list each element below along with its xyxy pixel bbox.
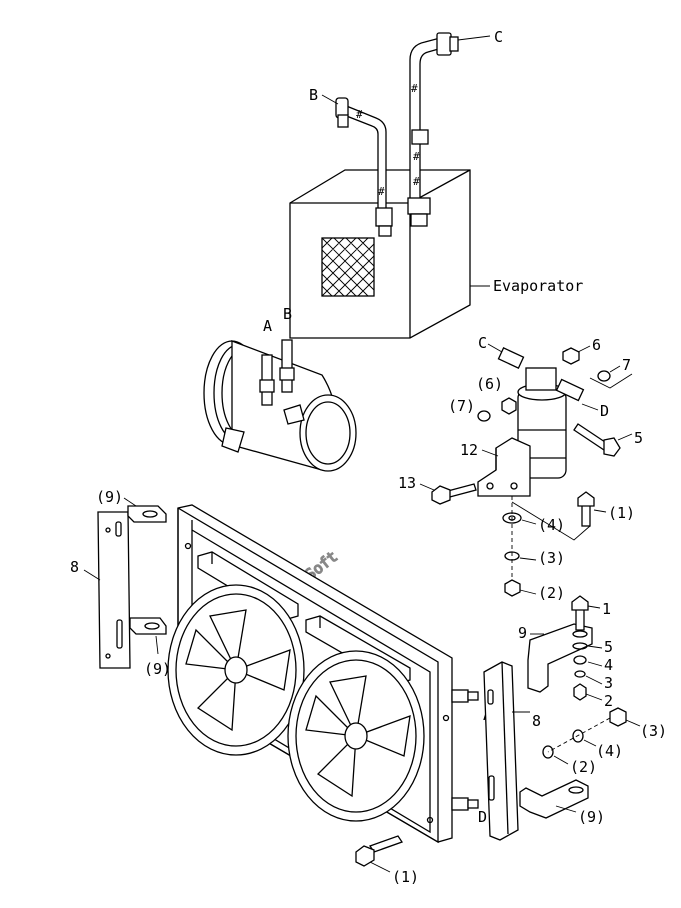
label-8-left: 8 <box>70 558 79 576</box>
washer-5-right <box>572 642 588 650</box>
bolt-1-upper <box>577 491 595 527</box>
label-12: 12 <box>460 441 478 459</box>
side-bracket-8-left <box>97 511 131 669</box>
label-8-right: 8 <box>532 712 541 730</box>
label-b-pipe: B <box>309 86 318 104</box>
label-p4-upper: (4) <box>538 516 565 534</box>
label-p1-bottom: (1) <box>392 868 419 886</box>
mount-bracket-9-right-upper <box>527 623 593 693</box>
label-c-pipe: C <box>494 28 503 46</box>
label-c-drier: C <box>478 334 487 352</box>
svg-text:#: # <box>378 185 385 198</box>
label-p4-right: (4) <box>596 742 623 760</box>
label-5-right: 5 <box>604 638 613 656</box>
label-3-right: 3 <box>604 674 613 692</box>
label-2-right: 2 <box>604 692 613 710</box>
pipe-c-hose: # # # <box>407 32 459 227</box>
nut-2-right <box>573 683 587 701</box>
label-evaporator: Evaporator <box>493 277 583 295</box>
lock-washer-3-right <box>574 670 586 678</box>
svg-text:#: # <box>356 108 363 121</box>
clip-7 <box>597 370 611 382</box>
label-d-drier: D <box>600 402 609 420</box>
mount-bracket-9-right-lower <box>519 779 589 819</box>
label-b-compressor: B <box>283 305 292 323</box>
label-13: 13 <box>398 474 416 492</box>
evaporator-grille <box>321 237 375 297</box>
label-p3-right: (3) <box>640 722 667 740</box>
label-p6: (6) <box>476 375 503 393</box>
nut-2-upper <box>504 579 521 597</box>
compressor <box>203 339 357 472</box>
svg-text:#: # <box>411 82 418 95</box>
pipe-b-hose: # # <box>335 97 393 237</box>
label-p2-upper: (2) <box>538 584 565 602</box>
mount-bracket-9-left-upper <box>127 505 167 523</box>
label-9-right-upper: 9 <box>518 624 527 642</box>
label-6: 6 <box>592 336 601 354</box>
bolt-5 <box>573 423 621 457</box>
label-p9-left-lower: (9) <box>144 660 171 678</box>
label-4-right: 4 <box>604 656 613 674</box>
bolt-1-bottom <box>355 835 404 867</box>
mount-bracket-9-left-lower <box>129 617 167 635</box>
label-p9-left-upper: (9) <box>96 488 123 506</box>
label-p7: (7) <box>448 397 475 415</box>
label-1-right: 1 <box>602 600 611 618</box>
label-p1-upper: (1) <box>608 504 635 522</box>
bracket-12 <box>477 437 531 497</box>
clip-7-paren <box>477 410 491 422</box>
label-p3-upper: (3) <box>538 549 565 567</box>
washer-4-right <box>573 655 587 665</box>
label-p9-right-lower: (9) <box>578 808 605 826</box>
nut-6 <box>562 347 580 365</box>
svg-text:#: # <box>413 175 420 188</box>
label-p2-right: (2) <box>570 758 597 776</box>
label-7: 7 <box>622 356 631 374</box>
condenser-assembly <box>167 504 479 844</box>
nut-3-paren-right <box>609 707 627 727</box>
nut-6-paren <box>501 397 517 415</box>
evaporator-unit <box>289 169 490 339</box>
label-d-condenser: D <box>478 808 487 826</box>
side-bracket-8-right <box>483 661 519 841</box>
bolt-13 <box>431 483 477 505</box>
svg-text:#: # <box>413 150 420 163</box>
label-a-compressor: A <box>263 317 272 335</box>
label-5-drier: 5 <box>634 429 643 447</box>
